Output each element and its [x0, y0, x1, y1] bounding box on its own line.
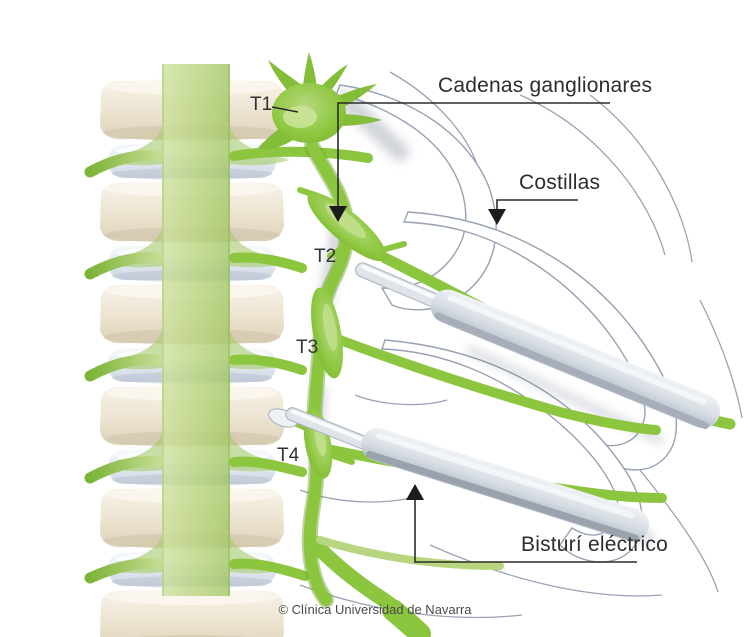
label-ribs: Costillas — [519, 171, 601, 194]
ganglion-chains-connector — [337, 102, 610, 208]
t1-pointer-line — [271, 106, 299, 113]
right-nerve-branches — [229, 146, 373, 581]
scalpel-lower — [268, 407, 650, 542]
spinal-cord-band — [162, 64, 230, 596]
label-t3: T3 — [296, 337, 319, 358]
scalpel-connector — [414, 499, 637, 563]
down-arrowhead-icon — [329, 206, 347, 222]
credit-text: © Clínica Universidad de Navarra — [278, 602, 472, 617]
label-t1: T1 — [250, 94, 273, 115]
arrowheads — [329, 206, 506, 500]
ribs-connector — [496, 199, 578, 211]
ganglion-t3 — [311, 287, 343, 379]
label-ganglion-chains: Cadenas ganglionares — [438, 74, 653, 97]
label-t4: T4 — [277, 445, 300, 466]
label-electric-scalpel: Bisturí eléctrico — [521, 533, 668, 556]
scalpel-upper — [355, 262, 721, 430]
down-arrowhead-icon — [488, 209, 506, 225]
ribs-group — [335, 84, 678, 563]
left-nerve-branches — [84, 150, 164, 584]
nerve-roots — [84, 128, 373, 584]
ganglion-t1 — [258, 52, 382, 149]
annotation-connectors — [271, 102, 637, 563]
rib — [335, 84, 497, 311]
label-t2: T2 — [314, 246, 337, 267]
up-arrowhead-icon — [406, 484, 424, 500]
